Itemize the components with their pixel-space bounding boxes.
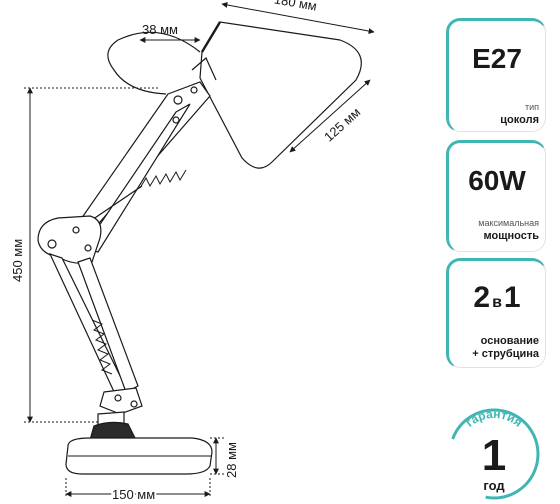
dim-height-label: 450 мм — [10, 239, 25, 282]
lower-spring — [91, 319, 113, 375]
mount-caption: основание + струбцина — [472, 335, 539, 361]
socket-caption-bottom: цоколя — [500, 114, 539, 126]
dim-shade-depth-label: 125 мм — [321, 104, 363, 144]
mount-caption-top: основание — [480, 335, 539, 347]
elbow-joint — [37, 215, 102, 264]
socket-caption-top: тип — [524, 102, 539, 112]
mount-value-tail: 1 — [503, 281, 521, 314]
lamp-cable — [107, 31, 201, 95]
dim-shade-width-label: 180 мм — [273, 0, 318, 14]
dim-base-height-label: 28 мм — [224, 442, 239, 478]
power-value: 60W — [468, 165, 526, 196]
warranty-label: гарантия — [463, 407, 525, 430]
mount-value-main: 2 — [473, 281, 491, 314]
socket-caption: тип цоколя — [500, 101, 539, 127]
feature-card-power: 60W максимальная мощность — [446, 140, 546, 252]
upper-spring — [139, 169, 187, 189]
warranty-label-path: гарантия — [463, 407, 525, 430]
lamp-shade — [199, 21, 362, 169]
dimension-lines — [24, 2, 375, 498]
upper-arm-2 — [83, 103, 191, 253]
warranty-badge: гарантия 1 год — [448, 407, 540, 500]
power-caption: максимальная мощность — [478, 217, 539, 243]
feature-card-socket: E27 тип цоколя — [446, 18, 546, 132]
warranty-number: 1 — [482, 431, 506, 480]
power-caption-bottom: мощность — [483, 230, 539, 242]
warranty-unit: год — [483, 478, 505, 493]
mount-value-joiner: в — [492, 294, 502, 311]
dim-base-width-label: 150 мм — [112, 487, 155, 502]
socket-type-value: E27 — [472, 43, 522, 74]
desk-lamp-drawing — [37, 21, 362, 475]
base-pivot — [99, 387, 143, 415]
lower-arm-2 — [77, 257, 139, 393]
power-caption-top: максимальная — [478, 218, 539, 228]
dim-cable-label: 38 мм — [142, 22, 178, 37]
mount-caption-bottom: + струбцина — [472, 348, 539, 360]
